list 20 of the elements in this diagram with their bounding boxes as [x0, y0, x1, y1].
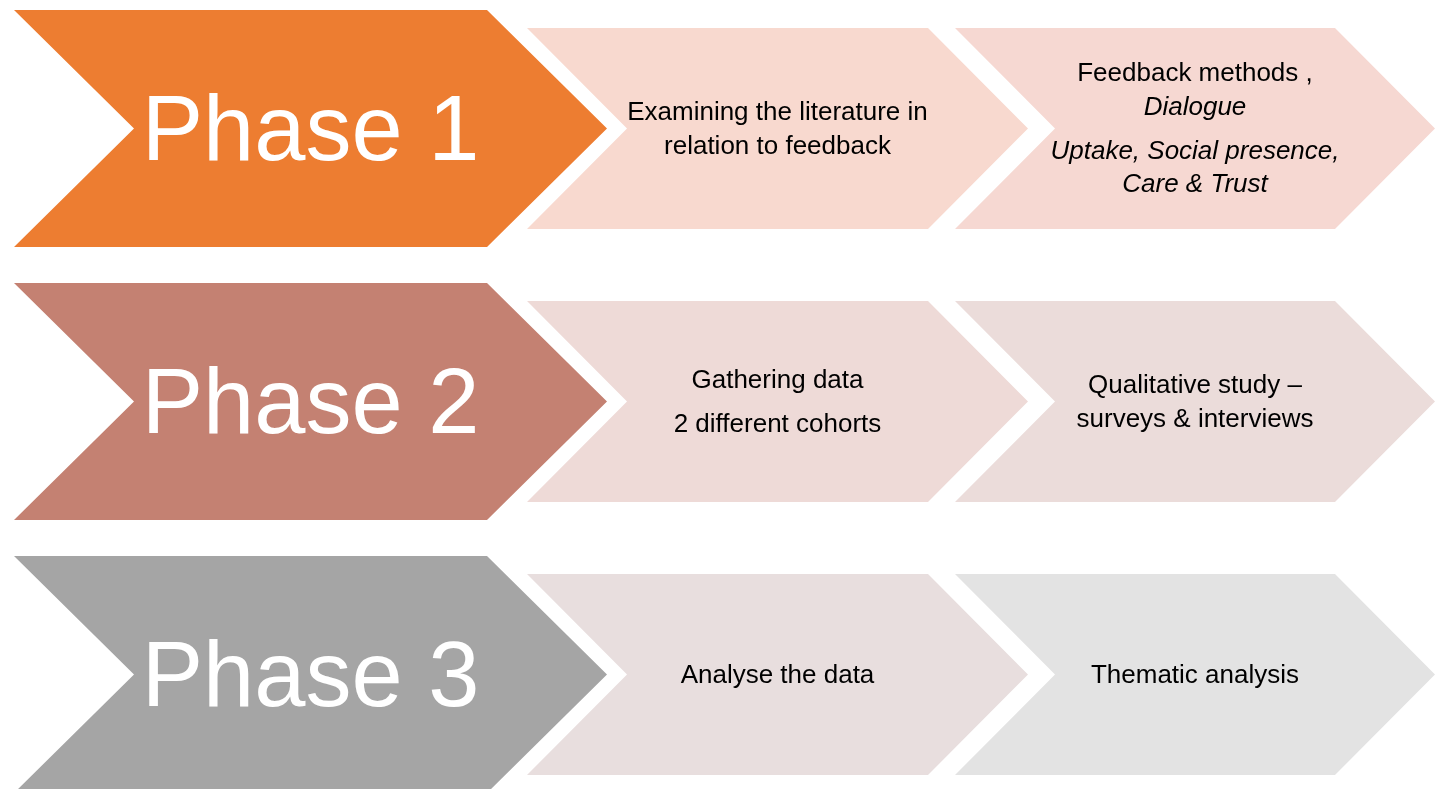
- step-text: Qualitative study – surveys & interviews: [1075, 367, 1315, 435]
- chevron-shape: [527, 28, 1028, 229]
- step-text: Thematic analysis: [1090, 657, 1300, 691]
- step-text: Feedback methods , Dialogue: [1076, 55, 1314, 123]
- step-text: Analyse the data: [680, 657, 875, 691]
- phase-title: Phase 2: [141, 349, 480, 454]
- chevron-shape: [527, 574, 1028, 775]
- chevron-shape: [14, 283, 607, 520]
- step-text: Gathering data: [691, 362, 864, 396]
- chevron-shape: [14, 10, 607, 247]
- step-text: Uptake, Social presence, Care & Trust: [1049, 133, 1341, 201]
- step-text: 2 different cohorts: [673, 406, 882, 440]
- phase-title: Phase 1: [141, 76, 480, 181]
- chevron-shape: [527, 301, 1028, 502]
- chevron-shape: [955, 574, 1435, 775]
- chevron-shape: [14, 556, 607, 789]
- chevron-shape: [955, 28, 1435, 229]
- step-text: Examining the literature in relation to feedback: [626, 94, 929, 162]
- phase-title: Phase 3: [141, 622, 480, 727]
- chevron-shape: [955, 301, 1435, 502]
